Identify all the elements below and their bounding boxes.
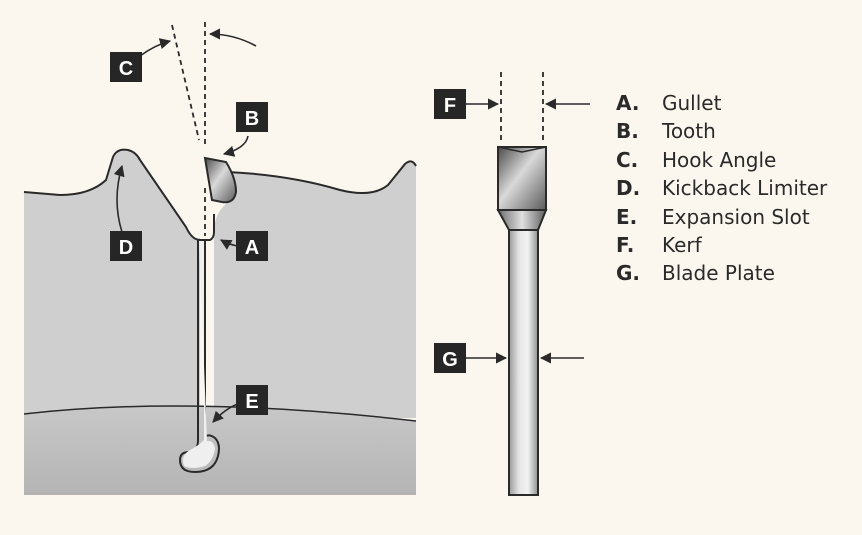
blade-plate-cross-section (508, 229, 539, 496)
legend-letter: A. (616, 91, 640, 115)
legend-label: Kerf (662, 233, 702, 258)
blade-top-edge (23, 148, 215, 241)
callout-b-text: B (245, 108, 259, 130)
legend-item-expansion-slot: E. Expansion Slot (616, 203, 827, 231)
legend-item-kickback-limiter: D. Kickback Limiter (616, 174, 827, 202)
callout-e: E (236, 385, 268, 415)
parts-legend: A. Gullet B. Tooth C. Hook Angle D. Kick… (616, 89, 827, 288)
tooth-arrow (222, 135, 249, 157)
legend-label: Gullet (662, 91, 722, 115)
callout-g-text: G (442, 349, 458, 371)
blade-lower-region (24, 405, 416, 495)
legend-label: Tooth (662, 119, 716, 144)
blade-top-edge-right (227, 160, 417, 195)
hook-angle-arrow-left (139, 38, 172, 57)
callout-d: D (110, 231, 142, 261)
legend-label: Expansion Slot (662, 204, 810, 229)
legend-letter: C. (616, 147, 639, 172)
blade-body (24, 149, 200, 419)
legend-label: Blade Plate (662, 261, 775, 286)
tooth-chamfer (496, 209, 548, 231)
gullet-arrow (220, 239, 238, 250)
blade-section (23, 148, 417, 495)
callout-f-text: F (444, 95, 456, 117)
legend-item-hook-angle: C. Hook Angle (616, 146, 827, 174)
callout-a: A (236, 231, 268, 261)
legend-letter: G. (616, 261, 641, 286)
kickback-limiter-arrow (113, 164, 125, 233)
callout-d-text: D (119, 237, 133, 259)
tooth-head-cross-section (497, 146, 547, 211)
blade-cross-section (496, 146, 548, 496)
carbide-tooth (203, 156, 238, 204)
callout-f: F (434, 89, 466, 119)
callout-c-text: C (119, 58, 133, 80)
blade-body-right (214, 161, 416, 418)
legend-letter: F. (616, 233, 635, 258)
hook-angle-tilted (171, 24, 200, 141)
callout-e-text: E (245, 391, 258, 413)
hook-angle-arrow-right (208, 28, 257, 47)
legend-letter: E. (616, 204, 638, 229)
tooth-head-top-bevel (497, 146, 547, 153)
callout-a-text: A (245, 237, 259, 259)
legend-item-kerf: F. Kerf (616, 231, 827, 259)
legend-item-gullet: A. Gullet (616, 89, 827, 117)
callout-g: G (434, 343, 466, 373)
legend-item-tooth: B. Tooth (616, 117, 827, 145)
legend-label: Kickback Limiter (662, 176, 828, 201)
callout-b: B (236, 102, 268, 132)
legend-label: Hook Angle (662, 147, 777, 172)
legend-item-blade-plate: G. Blade Plate (616, 259, 827, 287)
legend-letter: B. (616, 119, 639, 144)
slot-hook-fill (182, 241, 215, 468)
legend-letter: D. (616, 176, 641, 201)
callout-c: C (110, 52, 142, 82)
expansion-slot-arrow (212, 403, 239, 423)
